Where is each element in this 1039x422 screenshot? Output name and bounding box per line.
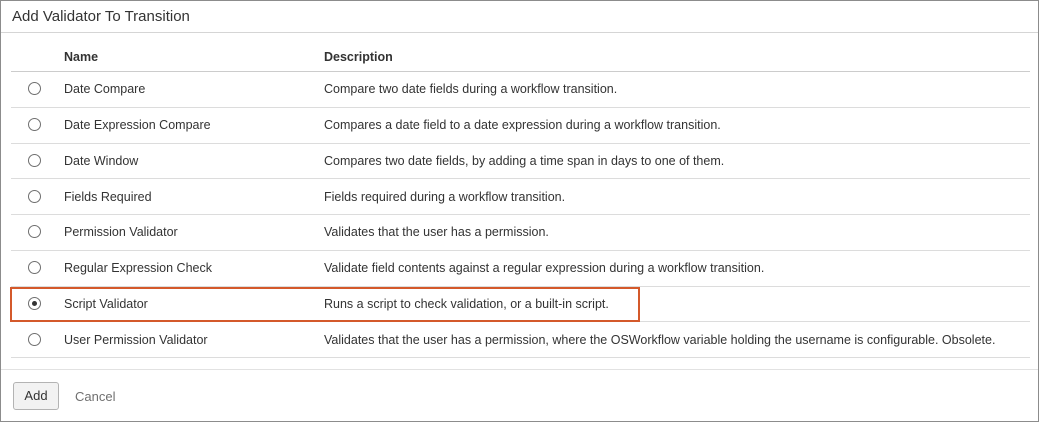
add-button[interactable]: Add [13,382,59,410]
radio-button[interactable] [28,225,41,239]
radio-dot [32,300,37,306]
dialog-header: Add Validator To Transition [1,1,1038,33]
validator-description: Runs a script to check validation, or a … [324,296,609,311]
table-row[interactable]: Date Window Compares two date fields, by… [11,144,1030,180]
validator-description: Compares two date fields, by adding a ti… [324,153,725,168]
radio-button[interactable] [28,82,41,96]
validator-description: Validates that the user has a permission… [324,225,549,240]
validator-description: Validate field contents against a regula… [324,261,765,276]
table-row[interactable]: Regular Expression Check Validate field … [11,251,1030,287]
validator-name: Script Validator [64,296,148,311]
dialog-title: Add Validator To Transition [12,8,190,25]
validator-description: Fields required during a workflow transi… [324,189,566,204]
radio-button[interactable] [28,261,41,275]
cancel-link[interactable]: Cancel [75,389,116,404]
table-row[interactable]: Fields Required Fields required during a… [11,179,1030,215]
table-row[interactable]: Permission Validator Validates that the … [11,215,1030,251]
validator-description: Compare two date fields during a workflo… [324,82,618,97]
validator-table: Name Description Date Compare Compare tw… [11,42,1030,358]
footer-divider [1,369,1038,370]
table-header-row: Name Description [11,42,1030,72]
validator-name: Date Window [64,153,139,168]
validator-description: Validates that the user has a permission… [324,332,996,347]
validator-name: Permission Validator [64,225,178,240]
table-row[interactable]: User Permission Validator Validates that… [11,322,1030,358]
radio-button[interactable] [28,189,41,203]
validator-name: Date Expression Compare [64,118,211,133]
validator-name: Date Compare [64,82,146,97]
radio-button[interactable] [28,296,41,310]
validator-name: User Permission Validator [64,332,208,347]
column-header-name: Name [64,49,99,64]
table-row[interactable]: Date Compare Compare two date fields dur… [11,72,1030,108]
validator-name: Regular Expression Check [64,261,212,276]
radio-button[interactable] [28,153,41,167]
radio-button[interactable] [28,332,41,346]
table-row[interactable]: Date Expression Compare Compares a date … [11,108,1030,144]
column-header-description: Description [324,49,393,64]
validator-description: Compares a date field to a date expressi… [324,118,721,133]
radio-button[interactable] [28,118,41,132]
table-row[interactable]: Script Validator Runs a script to check … [11,287,1030,323]
validator-name: Fields Required [64,189,152,204]
